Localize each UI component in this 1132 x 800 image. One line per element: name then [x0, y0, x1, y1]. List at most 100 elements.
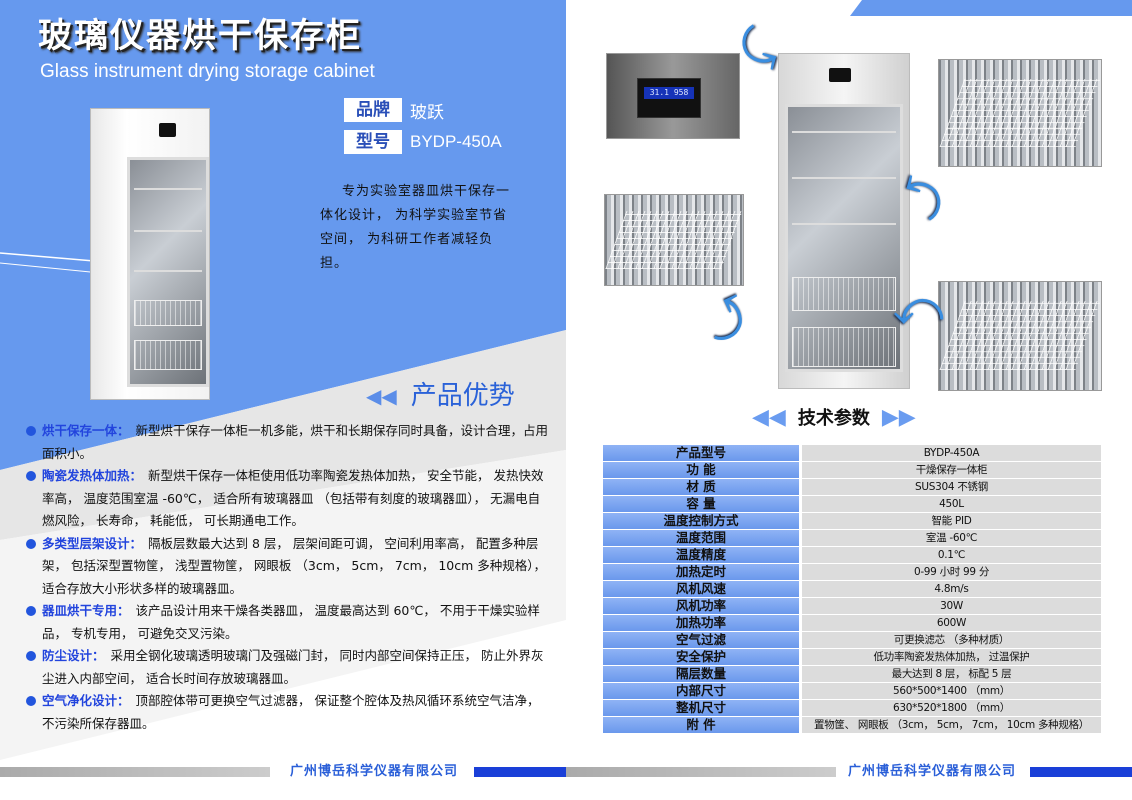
feature-item: 烘干保存一体：新型烘干保存一体柜一机多能，烘干和长期保存同时具备，设计合理，占用… — [26, 420, 550, 465]
feature-text: 顶部腔体带可更换空气过滤器， 保证整个腔体及热风循环系统空气洁净， 不污染所保存… — [42, 693, 540, 731]
spec-key: 内部尺寸 — [603, 683, 799, 699]
double-arrow-left-icon: ◀◀ — [752, 404, 786, 430]
feature-text: 隔板层数最大达到 8 层， 层架间距可调， 空间利用率高， 配置多种层架， 包括… — [42, 535, 546, 596]
brand-value: 玻跃 — [410, 102, 444, 122]
glass-door — [127, 157, 209, 387]
bullet-icon — [26, 471, 36, 481]
spec-value: 4.8m/s — [802, 581, 1101, 597]
footer-blue-bar — [474, 767, 566, 777]
feature-heading: 防尘设计： — [42, 648, 105, 663]
spec-row: 功 能干燥保存一体柜 — [603, 462, 1101, 478]
bullet-icon — [26, 651, 36, 661]
spec-value: SUS304 不锈钢 — [802, 479, 1101, 495]
shelf-photo-left — [604, 194, 744, 286]
spec-row: 空气过滤可更换滤芯 （多种材质） — [603, 632, 1101, 648]
spec-value: 低功率陶瓷发热体加热， 过温保护 — [802, 649, 1101, 665]
feature-item: 防尘设计：采用全钢化玻璃透明玻璃门及强磁门封， 同时内部空间保持正压， 防止外界… — [26, 645, 550, 690]
spec-key: 材 质 — [603, 479, 799, 495]
advantages-title: 产品优势 — [410, 381, 515, 411]
bullet-icon — [26, 606, 36, 616]
feature-list: 烘干保存一体：新型烘干保存一体柜一机多能，烘干和长期保存同时具备，设计合理，占用… — [26, 420, 550, 735]
brand-label: 品牌 — [344, 98, 402, 122]
feature-heading: 器皿烘干专用： — [42, 603, 130, 618]
footer-company: 广州博岳科学仪器有限公司 — [290, 764, 459, 779]
controller-display: 31.1 958 — [637, 78, 701, 118]
feature-text: 新型烘干保存一体柜使用低功率陶瓷发热体加热， 安全节能， 发热快效率高， 温度范… — [42, 468, 544, 528]
spec-value: 室温 -60℃ — [802, 530, 1101, 546]
cabinet-image — [90, 108, 210, 400]
spec-row: 附 件置物筐、 网眼板 （3cm， 5cm， 7cm， 10cm 多种规格） — [603, 717, 1101, 733]
intro-text: 专为实验室器皿烘干保存一体化设计， 为科学实验室节省空间， 为科研工作者减轻负担… — [320, 184, 511, 271]
bullet-icon — [26, 426, 36, 436]
spec-key: 隔层数量 — [603, 666, 799, 682]
spec-key: 温度控制方式 — [603, 513, 799, 529]
specs-title: 技术参数 — [797, 408, 870, 429]
spec-value: 0-99 小时 99 分 — [802, 564, 1101, 580]
spec-key: 产品型号 — [603, 445, 799, 461]
bullet-icon — [26, 696, 36, 706]
title-english: Glass instrument drying storage cabinet — [40, 61, 375, 82]
triple-arrow-left-icon: ◀◀ — [366, 384, 397, 408]
footer-company: 广州博岳科学仪器有限公司 — [848, 764, 1017, 779]
feature-heading: 陶瓷发热体加热： — [42, 468, 143, 483]
spec-key: 温度范围 — [603, 530, 799, 546]
display-reading: 31.1 958 — [644, 87, 694, 99]
spec-value: 干燥保存一体柜 — [802, 462, 1101, 478]
spec-value: 600W — [802, 615, 1101, 631]
spec-value: 0.1℃ — [802, 547, 1101, 563]
spec-key: 安全保护 — [603, 649, 799, 665]
feature-item: 空气净化设计：顶部腔体带可更换空气过滤器， 保证整个腔体及热风循环系统空气洁净，… — [26, 690, 550, 735]
specs-heading: ◀◀ 技术参数 ▶▶ — [752, 404, 916, 430]
spec-key: 整机尺寸 — [603, 700, 799, 716]
model-value: BYDP-450A — [410, 132, 502, 151]
feature-heading: 空气净化设计： — [42, 693, 130, 708]
spec-value: 最大达到 8 层， 标配 5 层 — [802, 666, 1101, 682]
spec-row: 安全保护低功率陶瓷发热体加热， 过温保护 — [603, 649, 1101, 665]
spec-value: 置物筐、 网眼板 （3cm， 5cm， 7cm， 10cm 多种规格） — [802, 717, 1101, 733]
spec-key: 空气过滤 — [603, 632, 799, 648]
model-tag: 型号 BYDP-450A — [344, 130, 502, 154]
spec-value: BYDP-450A — [802, 445, 1101, 461]
control-panel-icon — [829, 68, 851, 82]
footer-gray-bar — [0, 767, 270, 777]
control-panel-photo: 31.1 958 — [606, 53, 740, 139]
title-chinese: 玻璃仪器烘干保存柜 — [38, 16, 362, 56]
spec-row: 温度范围室温 -60℃ — [603, 530, 1101, 546]
spec-row: 温度控制方式智能 PID — [603, 513, 1101, 529]
spec-value: 630*520*1800 （mm） — [802, 700, 1101, 716]
spec-key: 功 能 — [603, 462, 799, 478]
brand-tag: 品牌 玻跃 — [344, 98, 444, 122]
shelf-photo-top — [938, 59, 1102, 167]
feature-text: 采用全钢化玻璃透明玻璃门及强磁门封， 同时内部空间保持正压， 防止外界灰尘进入内… — [42, 648, 544, 686]
spec-key: 风机风速 — [603, 581, 799, 597]
feature-text: 新型烘干保存一体柜一机多能，烘干和长期保存同时具备，设计合理，占用面积小。 — [42, 423, 549, 461]
spec-key: 附 件 — [603, 717, 799, 733]
spec-key: 风机功率 — [603, 598, 799, 614]
feature-item: 多类型层架设计：隔板层数最大达到 8 层， 层架间距可调， 空间利用率高， 配置… — [26, 533, 550, 601]
feature-item: 器皿烘干专用：该产品设计用来干燥各类器皿， 温度最高达到 60℃， 不用于干燥实… — [26, 600, 550, 645]
spec-key: 加热功率 — [603, 615, 799, 631]
spec-key: 加热定时 — [603, 564, 799, 580]
spec-value: 450L — [802, 496, 1101, 512]
double-arrow-right-icon: ▶▶ — [881, 404, 916, 430]
footer-blue-bar — [1030, 767, 1132, 777]
glass-door — [785, 104, 903, 372]
spec-key: 温度精度 — [603, 547, 799, 563]
right-background — [850, 0, 1132, 16]
spec-row: 隔层数量最大达到 8 层， 标配 5 层 — [603, 666, 1101, 682]
spec-key: 容 量 — [603, 496, 799, 512]
feature-heading: 烘干保存一体： — [42, 423, 130, 438]
spec-value: 可更换滤芯 （多种材质） — [802, 632, 1101, 648]
advantages-heading: ◀◀ 产品优势 — [366, 380, 515, 412]
model-label: 型号 — [344, 130, 402, 154]
feature-item: 陶瓷发热体加热：新型烘干保存一体柜使用低功率陶瓷发热体加热， 安全节能， 发热快… — [26, 465, 550, 533]
